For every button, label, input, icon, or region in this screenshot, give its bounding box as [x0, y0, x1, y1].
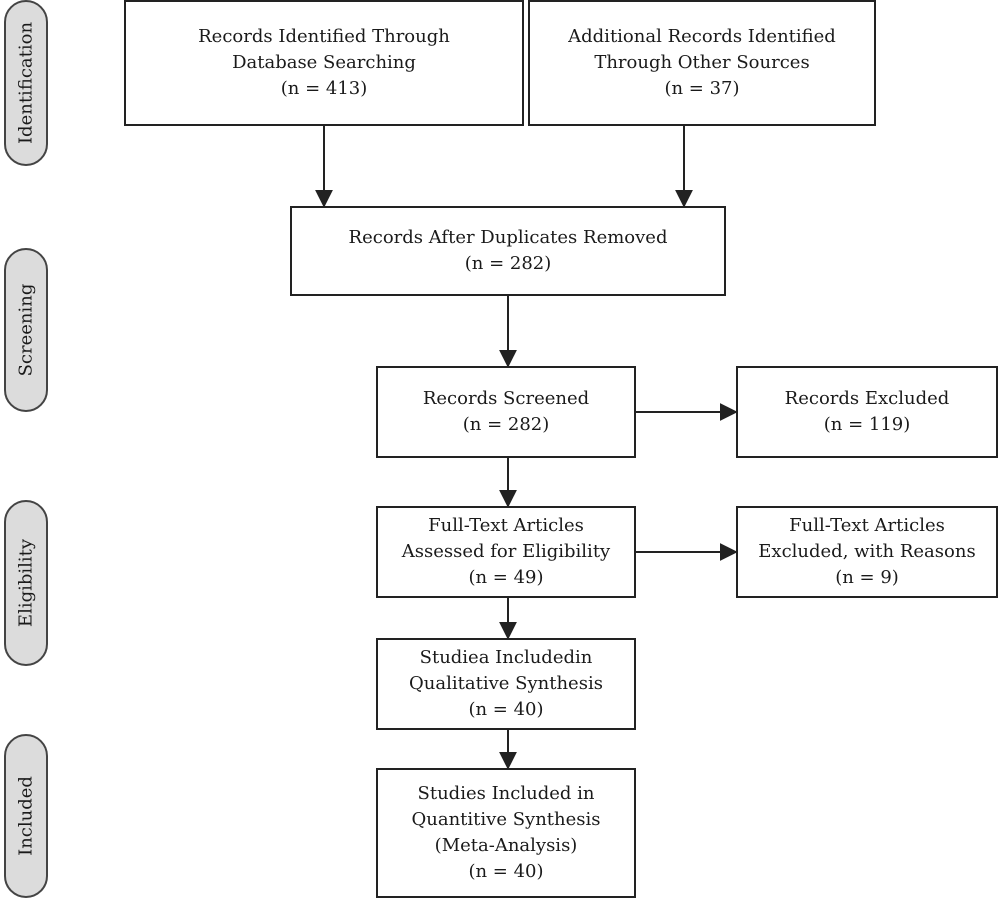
- box-qualitative-line2: Qualitative Synthesis: [409, 673, 603, 694]
- box-fulltext-count: (n = 49): [468, 567, 544, 588]
- box-other-count: (n = 37): [664, 78, 740, 99]
- box-quantitative-synthesis: Studies Included in Quantitive Synthesis…: [376, 768, 636, 898]
- box-records-screened: Records Screened (n = 282): [376, 366, 636, 458]
- box-screened-count: (n = 282): [462, 414, 550, 435]
- box-excluded-count: (n = 119): [823, 414, 911, 435]
- box-fulltext-excluded: Full-Text Articles Excluded, with Reason…: [736, 506, 998, 598]
- box-fulltext-excluded-line2: Excluded, with Reasons: [758, 541, 976, 562]
- box-database-count: (n = 413): [280, 78, 368, 99]
- box-fulltext-assessed: Full-Text Articles Assessed for Eligibil…: [376, 506, 636, 598]
- phase-eligibility: Eligibility: [4, 500, 48, 666]
- box-qualitative-synthesis: Studiea Includedin Qualitative Synthesis…: [376, 638, 636, 730]
- box-database-searching: Records Identified Through Database Sear…: [124, 0, 524, 126]
- box-other-sources: Additional Records Identified Through Ot…: [528, 0, 876, 126]
- box-quantitative-line3: (Meta-Analysis): [434, 835, 578, 856]
- box-fulltext-line2: Assessed for Eligibility: [401, 541, 611, 562]
- box-duplicates-removed: Records After Duplicates Removed (n = 28…: [290, 206, 726, 296]
- box-qualitative-line1: Studiea Includedin: [419, 647, 593, 668]
- box-deduplicated-count: (n = 282): [464, 253, 552, 274]
- box-qualitative-count: (n = 40): [468, 699, 544, 720]
- box-screened-line1: Records Screened: [422, 388, 590, 409]
- box-other-line1: Additional Records Identified: [568, 26, 836, 47]
- box-quantitative-line1: Studies Included in: [417, 783, 595, 804]
- box-deduplicated-line1: Records After Duplicates Removed: [348, 227, 668, 248]
- phase-included: Included: [4, 734, 48, 898]
- box-fulltext-line1: Full-Text Articles: [428, 515, 584, 536]
- box-database-line2: Database Searching: [232, 52, 416, 73]
- box-fulltext-excluded-count: (n = 9): [835, 567, 899, 588]
- phase-identification: Identification: [4, 0, 48, 166]
- box-quantitative-count: (n = 40): [468, 861, 544, 882]
- box-database-line1: Records Identified Through: [198, 26, 450, 47]
- box-excluded-line1: Records Excluded: [784, 388, 950, 409]
- box-other-line2: Through Other Sources: [594, 52, 810, 73]
- box-fulltext-excluded-line1: Full-Text Articles: [789, 515, 945, 536]
- box-records-excluded: Records Excluded (n = 119): [736, 366, 998, 458]
- phase-screening: Screening: [4, 248, 48, 412]
- box-quantitative-line2: Quantitive Synthesis: [411, 809, 601, 830]
